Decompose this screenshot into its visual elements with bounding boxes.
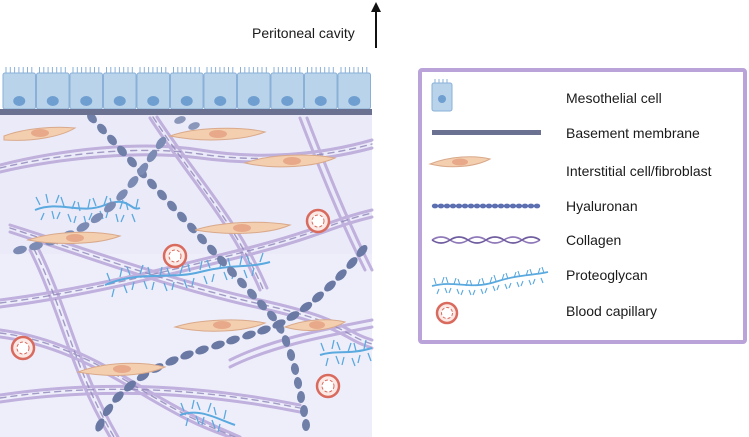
hyaluronan-chain (87, 112, 310, 431)
mesothelial-nucleus (348, 96, 361, 106)
mesothelial-nucleus (113, 96, 126, 106)
mesothelial-nucleus (147, 96, 160, 106)
mesothelial-layer (2, 67, 371, 110)
peritoneal-cavity-arrow (371, 2, 381, 48)
proteoglycan (104, 252, 271, 298)
proteoglycan-icon (431, 266, 549, 296)
collagen-icon (431, 236, 541, 244)
mesothelial-nucleus (314, 96, 327, 106)
basement-membrane-icon (432, 130, 541, 135)
blood-capillary (162, 243, 188, 269)
peritoneal-cavity-label: Peritoneal cavity (252, 25, 355, 41)
hyaluronan-icon (431, 203, 541, 209)
legend-label-proteoglycan: Proteoglycan (566, 267, 648, 283)
fibroblast-cell (76, 362, 167, 376)
basement-membrane (0, 109, 372, 115)
fibroblasts (3, 126, 347, 376)
mesothelial-nucleus (214, 96, 227, 106)
legend-label-collagen: Collagen (566, 232, 621, 248)
mesothelial-nucleus (46, 96, 59, 106)
blood-capillary (10, 335, 36, 361)
mesothelial-nucleus (180, 96, 193, 106)
mesothelial-nucleus (281, 96, 294, 106)
proteoglycan (179, 399, 236, 433)
blood-capillary-icon (435, 301, 459, 325)
fibroblast-icon (428, 156, 492, 168)
fibroblast-cell (3, 126, 77, 141)
fibroblast-cell (283, 319, 347, 331)
proteoglycan-group (34, 193, 373, 433)
legend-label-hyaluronan: Hyaluronan (566, 198, 638, 214)
mesothelial-nucleus (247, 96, 260, 106)
proteoglycan (34, 193, 141, 225)
hyaluronan-chain (95, 245, 368, 432)
blood-capillary (305, 208, 331, 234)
mesothelial-nucleus (80, 96, 93, 106)
legend-label-fibroblast: Interstitial cell/fibroblast (566, 163, 712, 179)
fibroblast-cell (243, 154, 337, 168)
blood-capillary (315, 373, 341, 399)
fibroblast-cell (173, 319, 267, 332)
mesothelial-cell-icon (431, 79, 453, 112)
legend-label-basement: Basement membrane (566, 125, 700, 141)
proteoglycan (319, 339, 373, 367)
fibroblast-cell (26, 231, 122, 244)
mesothelial-nucleus (13, 96, 26, 106)
fibroblast-cell (194, 221, 292, 234)
legend-label-capillary: Blood capillary (566, 303, 657, 319)
legend: Mesothelial cell Basement membrane Inter… (418, 68, 747, 344)
legend-box (418, 68, 747, 344)
blood-capillaries (10, 208, 341, 399)
legend-label-mesothelial: Mesothelial cell (566, 90, 662, 106)
fibroblast-cell (168, 127, 267, 141)
hyaluronan-chain (174, 116, 200, 130)
